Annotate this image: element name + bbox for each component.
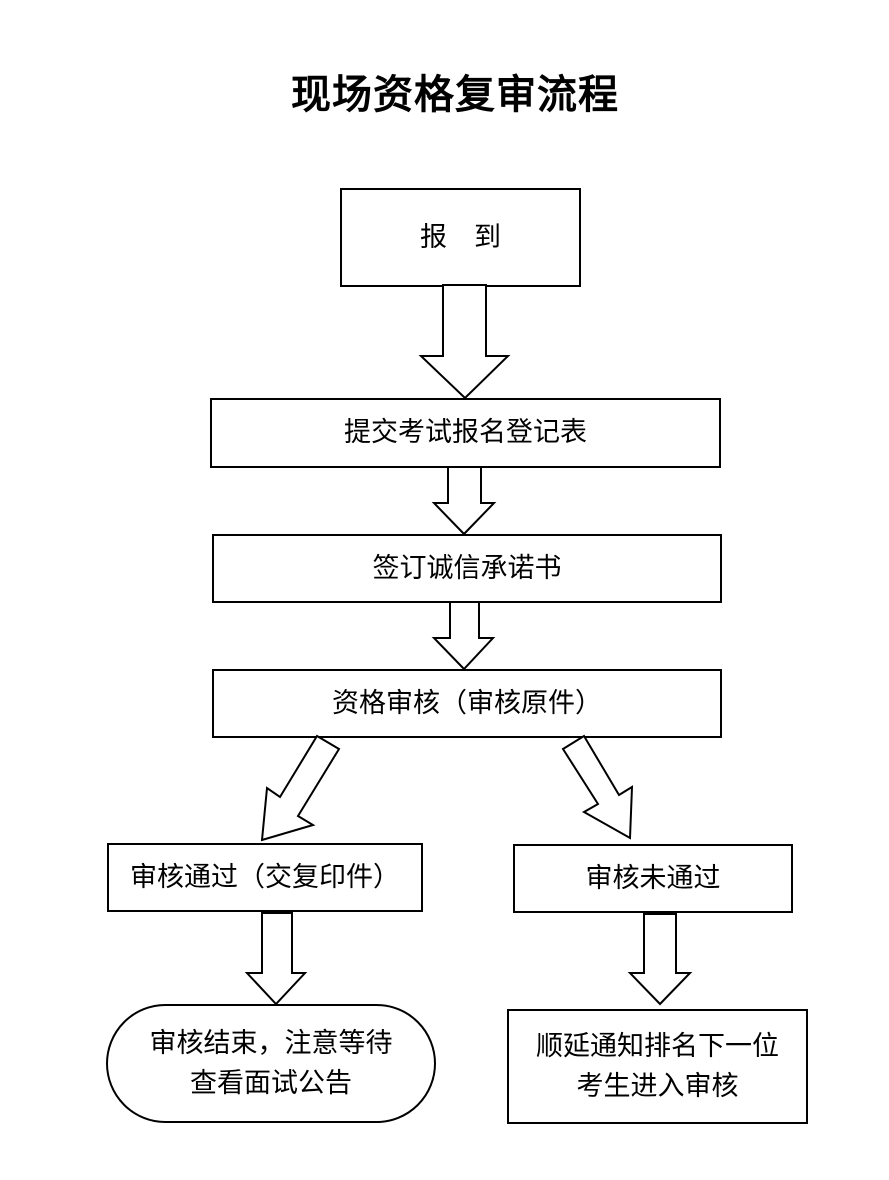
step-review-passed: 审核通过（交复印件） <box>107 843 423 912</box>
arrow-down-icon <box>418 284 511 400</box>
step-qualification-review-label: 资格审核（审核原件） <box>332 687 602 719</box>
step-submit-form-label: 提交考试报名登记表 <box>344 417 587 448</box>
arrow-down-right-icon <box>561 734 634 840</box>
step-review-end-line2: 查看面试公告 <box>190 1067 352 1099</box>
step-review-passed-label: 审核通过（交复印件） <box>130 861 400 893</box>
step-report: 报 到 <box>340 188 581 287</box>
arrow-down-left-icon <box>260 734 341 842</box>
arrow-down-icon <box>431 601 496 671</box>
arrow-down-icon <box>244 912 308 1006</box>
step-next-candidate: 顺延通知排名下一位 考生进入审核 <box>507 1009 808 1124</box>
step-report-label: 报 到 <box>420 221 501 253</box>
step-qualification-review: 资格审核（审核原件） <box>212 669 722 738</box>
step-review-failed-label: 审核未通过 <box>585 862 721 894</box>
page-title: 现场资格复审流程 <box>291 71 619 118</box>
arrow-down-icon <box>431 466 497 536</box>
step-submit-form: 提交考试报名登记表 <box>210 398 721 468</box>
step-next-candidate-line1: 顺延通知排名下一位 <box>536 1030 779 1062</box>
arrow-down-icon <box>627 913 693 1006</box>
step-sign-pledge-label: 签订诚信承诺书 <box>372 552 562 584</box>
step-review-end-line1: 审核结束，注意等待 <box>149 1027 393 1059</box>
step-next-candidate-line2: 考生进入审核 <box>576 1070 739 1102</box>
step-review-end: 审核结束，注意等待 查看面试公告 <box>106 1004 436 1123</box>
step-review-failed: 审核未通过 <box>513 844 793 913</box>
